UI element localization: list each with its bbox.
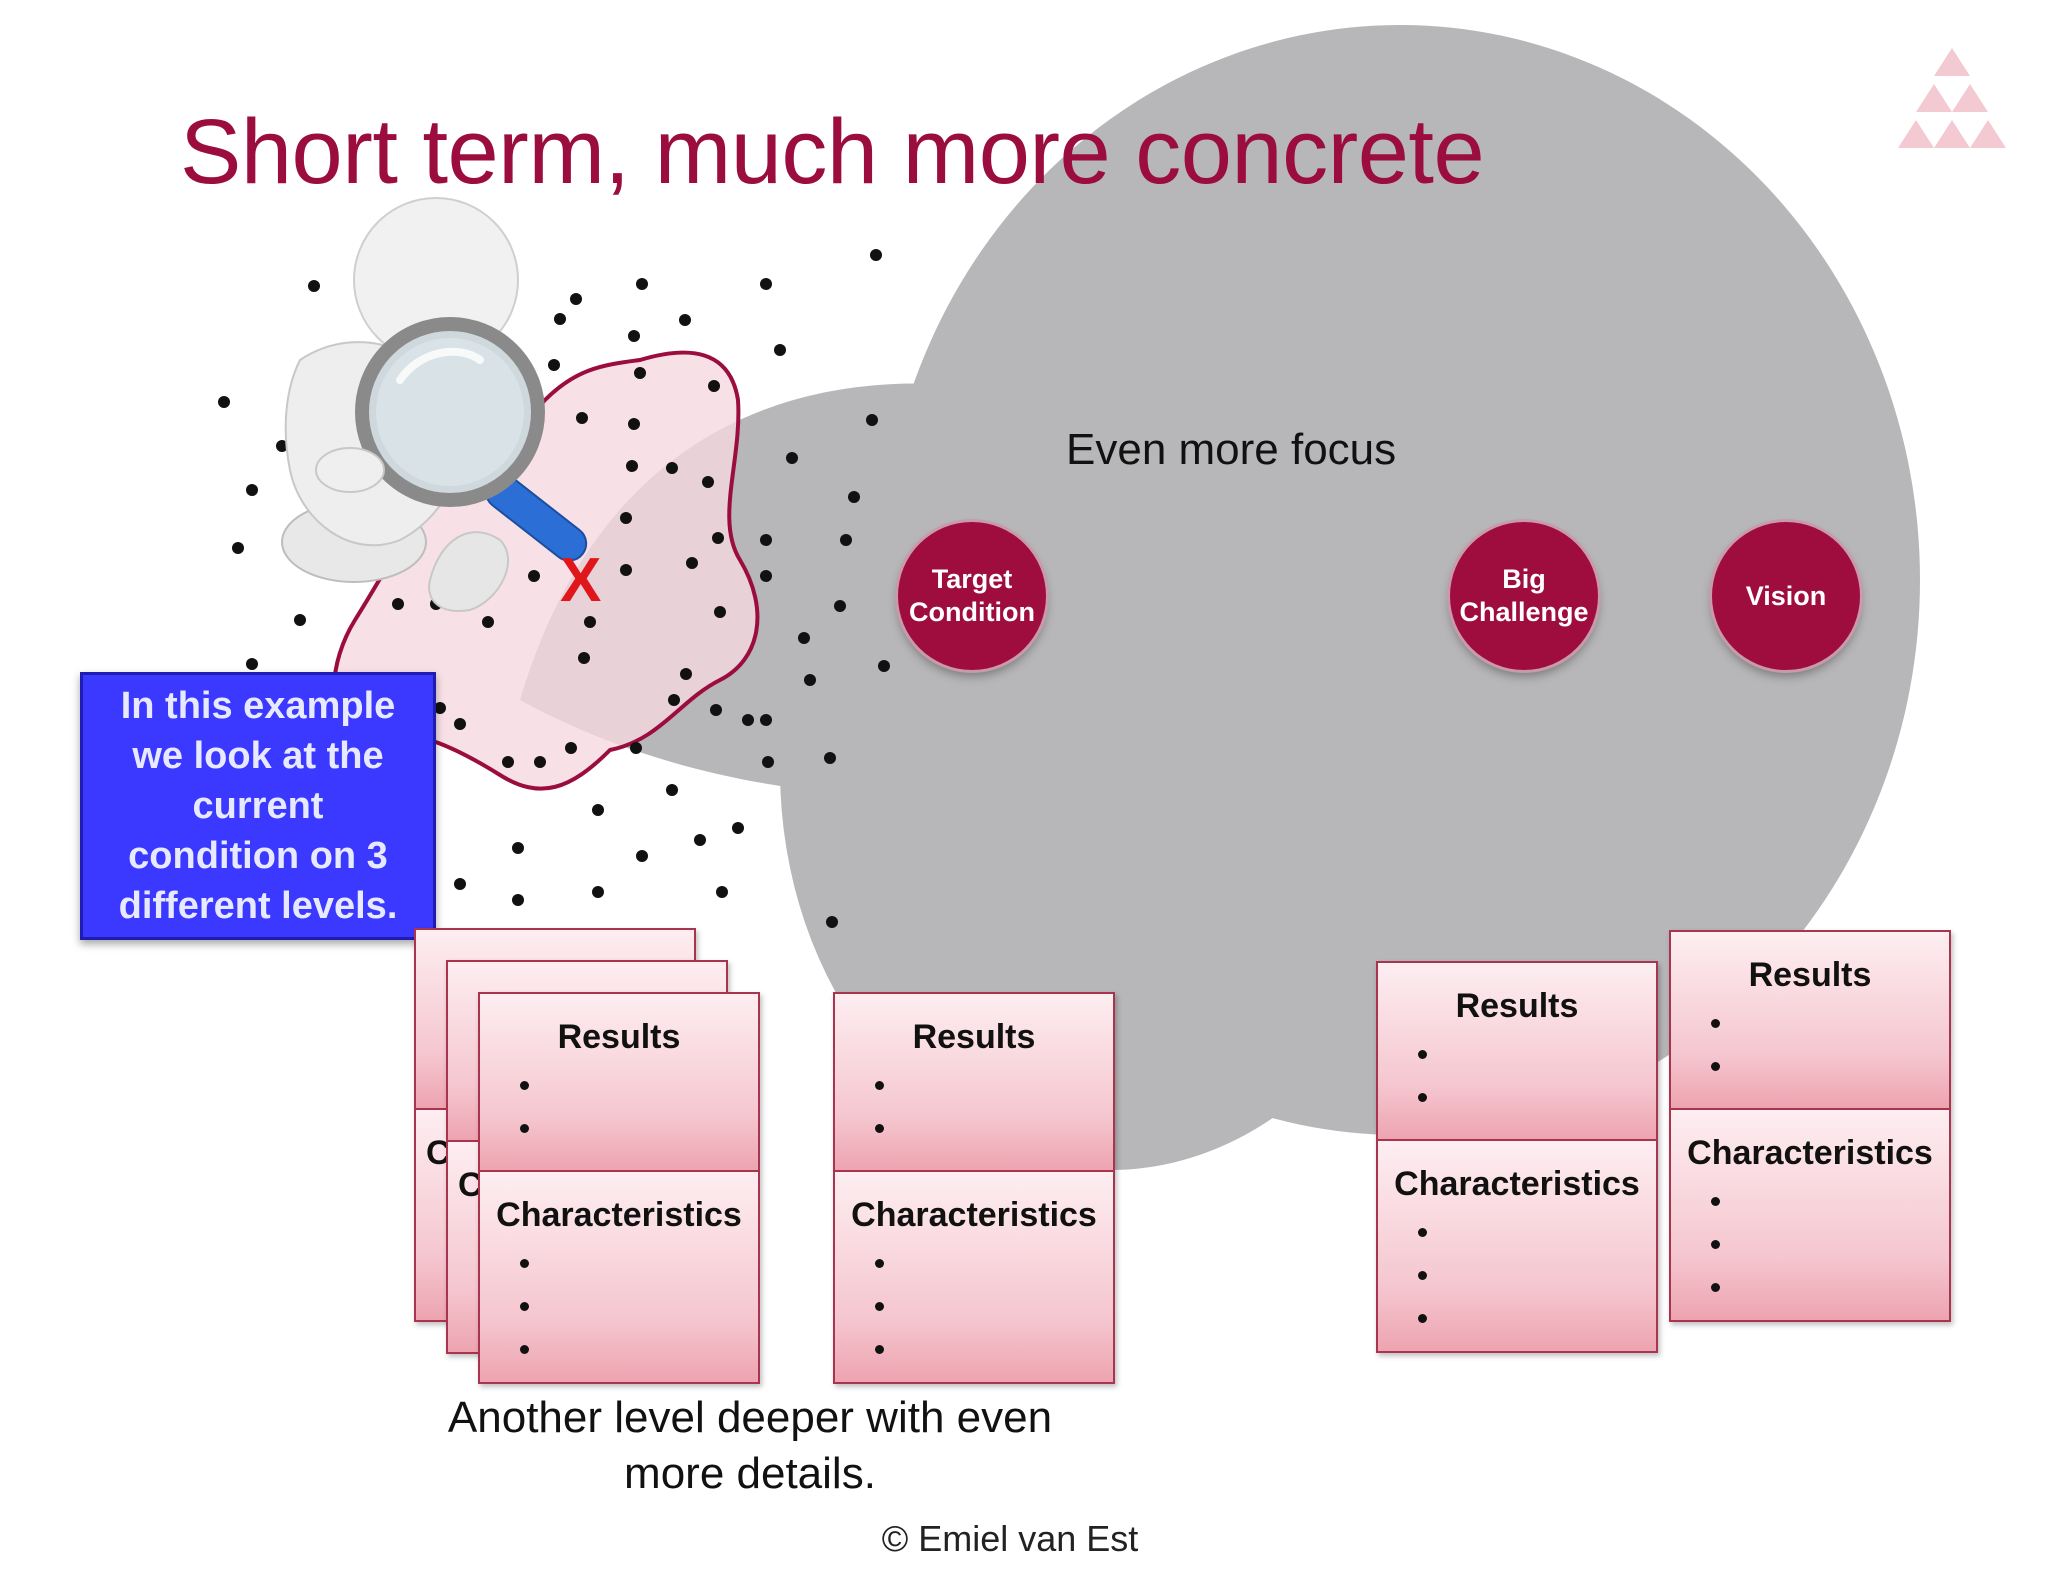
target-condition-label: Target Condition <box>909 564 1035 627</box>
list-bullet <box>1671 1267 1949 1310</box>
list-bullet <box>1671 1224 1949 1267</box>
list-bullet <box>480 1065 758 1108</box>
big-challenge-label: Big Challenge <box>1459 564 1589 627</box>
callout-text: In this example we look at the current c… <box>118 685 398 927</box>
characteristics-heading: Characteristics <box>851 1196 1097 1234</box>
level-card-challenge: Results Characteristics <box>1376 961 1658 1353</box>
list-bullet <box>835 1286 1113 1329</box>
characteristics-heading: Characteristics <box>496 1196 742 1234</box>
list-bullet <box>1378 1034 1656 1077</box>
list-bullet <box>835 1329 1113 1372</box>
big-challenge-circle: Big Challenge <box>1450 522 1598 670</box>
logo-icon <box>1898 48 2006 148</box>
list-bullet <box>480 1243 758 1286</box>
list-bullet <box>480 1286 758 1329</box>
list-bullet <box>835 1065 1113 1108</box>
example-callout: In this example we look at the current c… <box>80 672 436 940</box>
list-bullet <box>1671 1181 1949 1224</box>
list-bullet <box>835 1108 1113 1151</box>
vision-circle: Vision <box>1712 522 1860 670</box>
list-bullet <box>1378 1298 1656 1341</box>
list-bullet <box>835 1243 1113 1286</box>
level-card-target: Results Characteristics <box>833 992 1115 1384</box>
list-bullet <box>1378 1077 1656 1120</box>
results-heading: Results <box>1748 956 1872 994</box>
inspector-figure <box>281 197 588 612</box>
focus-label: Even more focus <box>1066 425 1397 474</box>
level-card-vision: Results Characteristics <box>1669 930 1951 1322</box>
deeper-level-caption: Another level deeper with even more deta… <box>447 1393 1053 1498</box>
characteristics-heading: Characteristics <box>1394 1165 1640 1203</box>
characteristics-heading: Characteristics <box>1687 1134 1933 1172</box>
list-bullet <box>1671 1046 1949 1089</box>
list-bullet <box>480 1108 758 1151</box>
current-condition-marker: X <box>560 546 602 615</box>
target-condition-circle: Target Condition <box>898 522 1046 670</box>
list-bullet <box>1378 1255 1656 1298</box>
slide-title: Short term, much more concrete <box>180 101 1485 203</box>
list-bullet <box>1378 1212 1656 1255</box>
level-card-detail: Results Characteristics <box>478 992 760 1384</box>
results-heading: Results <box>557 1018 681 1056</box>
logo-box <box>1856 0 2048 199</box>
list-bullet <box>480 1329 758 1372</box>
list-bullet <box>1671 1003 1949 1046</box>
copyright-notice: © Emiel van Est <box>881 1518 1139 1559</box>
results-heading: Results <box>1455 987 1579 1025</box>
results-heading: Results <box>912 1018 1036 1056</box>
vision-label: Vision <box>1745 580 1827 611</box>
